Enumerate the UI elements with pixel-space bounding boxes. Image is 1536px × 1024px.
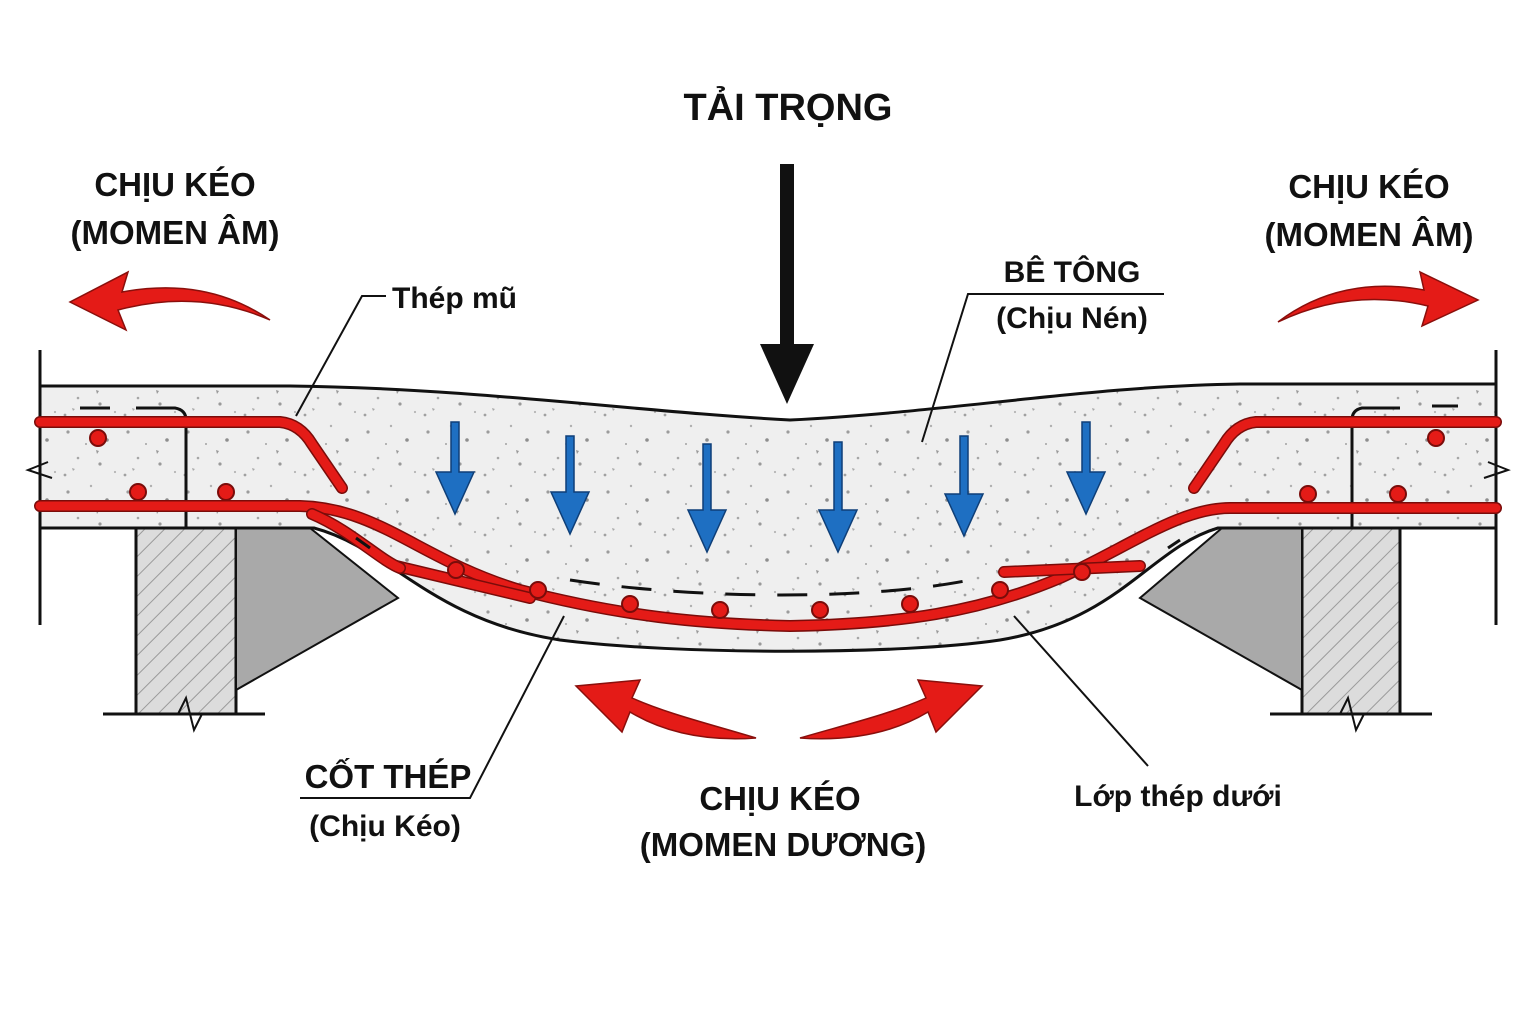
tension-arrow-bottom-left-icon (574, 679, 757, 740)
rebar-dot (447, 561, 465, 579)
left-bottom-bar (391, 561, 535, 603)
tension-arrow-top-right-icon (1277, 270, 1480, 328)
rebar-dot (1073, 563, 1091, 581)
tension-right-label-2: (MOMEN ÂM) (1265, 216, 1474, 253)
down-arrow-icon (686, 443, 728, 554)
left-support (38, 350, 400, 733)
bottom-layer-label: Lớp thép dưới (1074, 780, 1282, 813)
rebar-dot (1427, 429, 1445, 447)
leader-bottom-layer (1013, 615, 1149, 767)
right-small-dash (1167, 538, 1181, 550)
tension-left-label-2: (MOMEN ÂM) (71, 214, 280, 251)
concrete-label-1: BÊ TÔNG (1004, 255, 1141, 289)
compression-arrows (434, 421, 1107, 554)
tension-left-label-1: CHỊU KÉO (94, 166, 255, 203)
rebar-dot (1389, 485, 1407, 503)
left-column (134, 526, 238, 716)
top-steel-label: Thép mũ (392, 282, 517, 315)
down-arrow-icon (434, 421, 476, 516)
slab-break-right (1483, 461, 1511, 479)
left-small-dash (355, 536, 371, 550)
load-arrow-icon (760, 164, 814, 404)
right-break-mark (1339, 695, 1365, 733)
leader-rebar (300, 615, 565, 799)
right-column (1300, 526, 1402, 716)
down-arrow-icon (943, 435, 985, 538)
rebar-dot (811, 601, 829, 619)
tension-right-label-1: CHỊU KÉO (1288, 168, 1449, 205)
rebar-dot (991, 581, 1009, 599)
rebar-dot (89, 429, 107, 447)
down-arrow-icon (817, 441, 859, 554)
dashed-bar-line (569, 578, 971, 597)
rebar-dots (89, 429, 1445, 619)
load-label: TẢI TRỌNG (684, 85, 893, 129)
rebar-dot (711, 601, 729, 619)
right-top-steel (1189, 417, 1501, 493)
concrete-slab (38, 382, 1498, 653)
leader-concrete (921, 293, 1164, 443)
down-arrow-icon (549, 435, 591, 536)
rebar-dot (217, 483, 235, 501)
rebar-dot (1299, 485, 1317, 503)
down-arrow-icon (1065, 421, 1107, 516)
slab-break-left (25, 461, 53, 479)
right-support (1138, 350, 1498, 733)
rebar-dot (901, 595, 919, 613)
rebar-label-2: (Chịu Kéo) (309, 810, 461, 843)
right-bottom-bar (999, 561, 1145, 577)
positive-moment-label-1: CHỊU KÉO (699, 780, 860, 817)
rebar-dot (621, 595, 639, 613)
leader-top-steel (295, 295, 386, 417)
rebar-dot (129, 483, 147, 501)
tension-arrow-bottom-right-icon (799, 679, 984, 740)
positive-moment-label-2: (MOMEN DƯƠNG) (640, 826, 927, 863)
rebar-label-1: CỐT THÉP (305, 757, 472, 795)
left-break-mark (177, 695, 203, 733)
main-steel (35, 501, 1501, 631)
left-top-steel (35, 417, 347, 493)
concrete-label-2: (Chịu Nén) (996, 302, 1148, 335)
rebar-dot (529, 581, 547, 599)
tension-arrow-top-left-icon (68, 270, 271, 332)
